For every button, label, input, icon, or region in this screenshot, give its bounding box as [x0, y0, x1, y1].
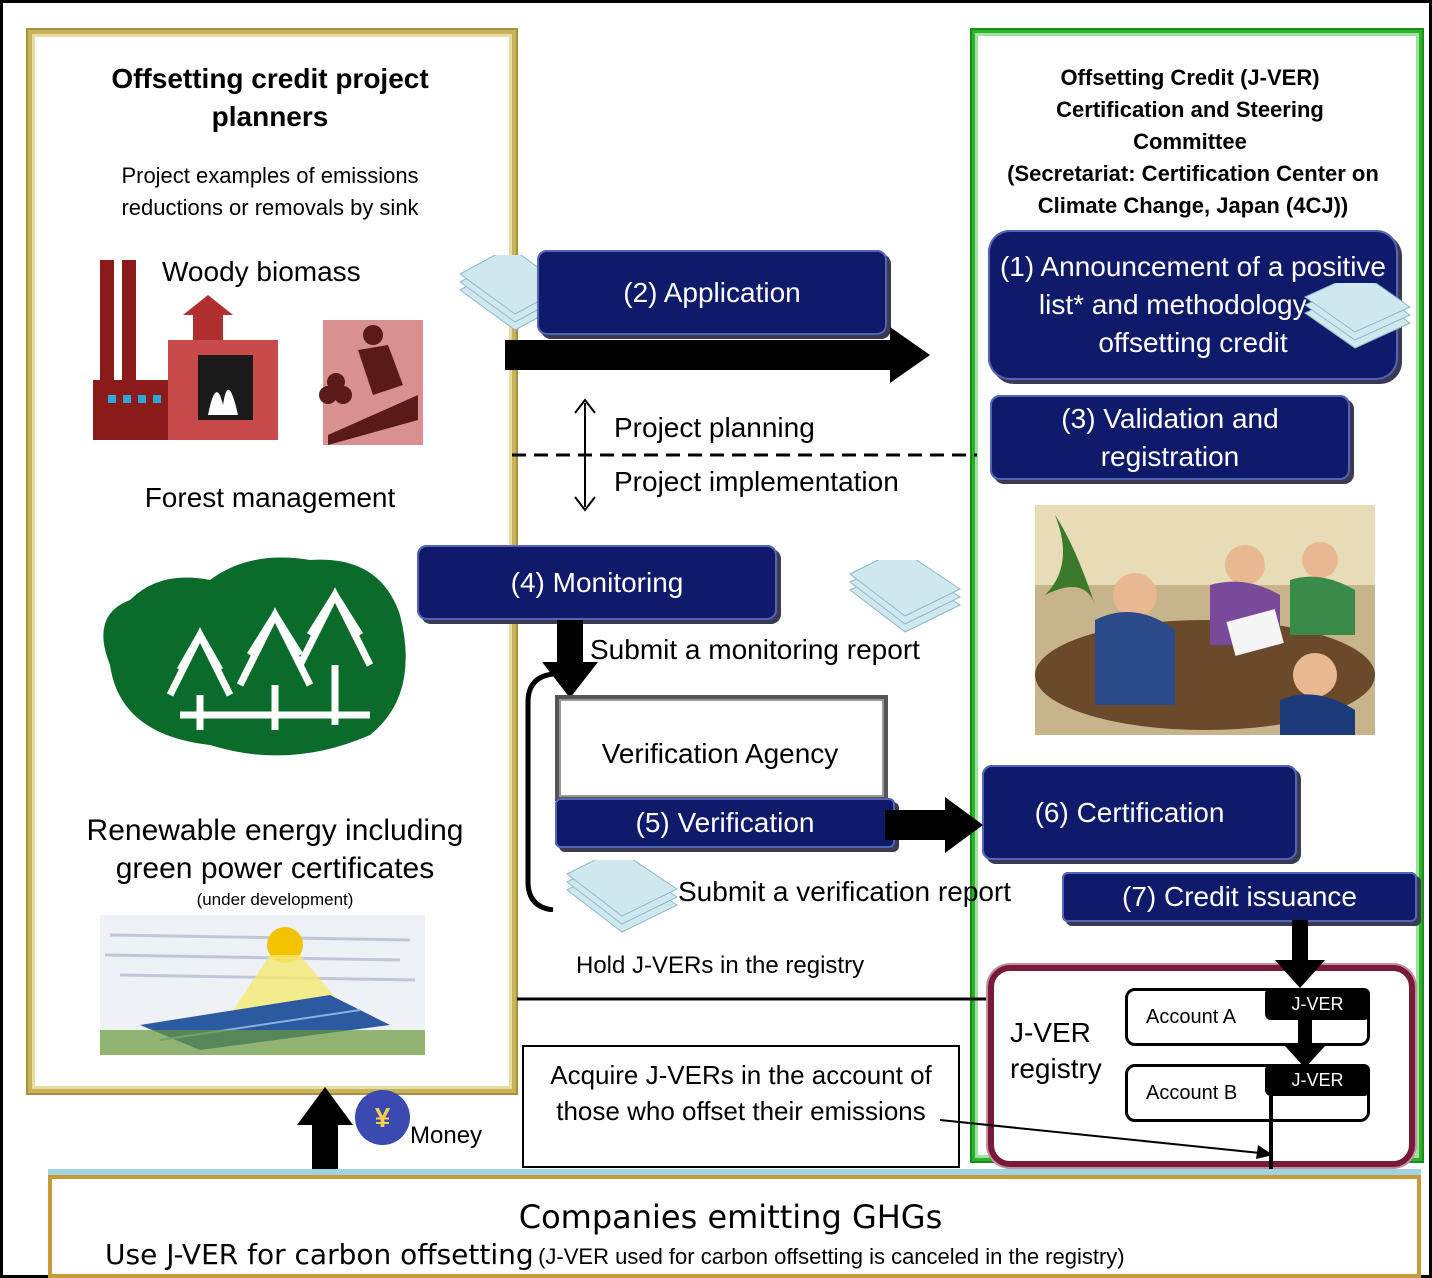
- jver-registry-label: J-VER registry: [1010, 1017, 1102, 1084]
- solar-panel-icon: [100, 915, 425, 1055]
- project-planning-label: Project planning: [614, 412, 815, 443]
- verification-bracket: [525, 672, 554, 912]
- forest-icon: [103, 557, 406, 756]
- transfer-down-arrow: [1285, 1020, 1325, 1068]
- account-b-label: Account B: [1146, 1081, 1238, 1104]
- step-5-verification: (5) Verification: [555, 798, 895, 848]
- committee-title: Offsetting Credit (J-VER) Certification …: [1056, 65, 1324, 154]
- meeting-illustration: [1035, 505, 1375, 735]
- account-a-label: Account A: [1146, 1005, 1237, 1028]
- step-6-certification: (6) Certification: [982, 765, 1297, 860]
- application-arrow: [505, 327, 930, 383]
- secretariat-label: (Secretariat: Certification Center on Cl…: [1007, 161, 1379, 218]
- verification-agency-box: [555, 695, 888, 801]
- woody-biomass-label: Woody biomass: [162, 256, 361, 287]
- project-planners-title: Offsetting credit project planners: [111, 63, 429, 132]
- acquire-pointer-arrow: [940, 1119, 1273, 1159]
- carbon-offset-line: Use J-VER for carbon offsetting (J-VER u…: [105, 1238, 1125, 1271]
- step-3-validation: (3) Validation and registration: [990, 395, 1350, 480]
- verification-agency-label: Verification Agency: [601, 738, 839, 769]
- hold-jver-label: Hold J-VERs in the registry: [576, 952, 865, 979]
- forest-management-label: Forest management: [144, 482, 396, 513]
- verification-arrow: [885, 797, 983, 853]
- planning-divider: [512, 453, 977, 457]
- submit-monitoring-label: Submit a monitoring report: [590, 634, 920, 665]
- step-4-monitoring: (4) Monitoring: [417, 545, 777, 620]
- canceled-note: (J-VER used for carbon offsetting is can…: [538, 1244, 1125, 1269]
- yen-coin-icon: ¥: [355, 1090, 410, 1145]
- project-implementation-label: Project implementation: [614, 466, 899, 497]
- jver-token-a: J-VER: [1265, 988, 1370, 1020]
- money-label: Money: [410, 1122, 483, 1149]
- step-2-application: (2) Application: [537, 250, 887, 335]
- issuance-down-arrow: [1275, 920, 1325, 988]
- woody-biomass-icon: [93, 260, 423, 445]
- document-stack-icon: [1303, 283, 1412, 349]
- companies-panel: [48, 1175, 1421, 1278]
- jver-token-b: J-VER: [1265, 1064, 1370, 1096]
- verification-document-icon: [566, 860, 679, 933]
- monitoring-down-arrow: [542, 620, 598, 698]
- acquire-jver-note: Acquire J-VERs in the account of those w…: [522, 1045, 960, 1168]
- submit-verification-label: Submit a verification report: [678, 876, 1012, 907]
- companies-title: Companies emitting GHGs: [518, 1198, 943, 1236]
- project-examples-text: Project examples of emissions reductions…: [121, 163, 419, 220]
- use-jver-text: Use J-VER for carbon offsetting: [105, 1238, 534, 1271]
- monitoring-document-icon: [849, 560, 962, 633]
- under-development-label: (under development): [196, 890, 354, 909]
- renewable-energy-label: Renewable energy including green power c…: [86, 814, 464, 885]
- step-7-credit-issuance: (7) Credit issuance: [1062, 872, 1417, 922]
